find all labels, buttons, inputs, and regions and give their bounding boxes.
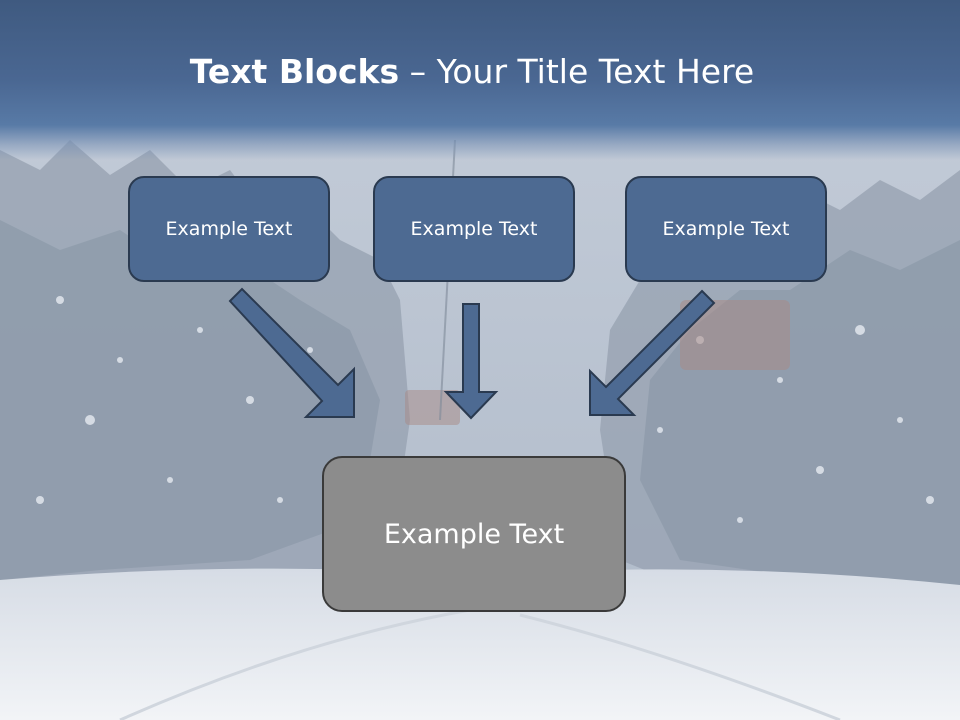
text-block-left: Example Text	[128, 176, 330, 282]
text-block-left-label: Example Text	[165, 218, 293, 240]
text-block-center: Example Text	[322, 456, 626, 612]
arrow-down-left-icon	[589, 289, 716, 416]
title-band	[0, 0, 960, 160]
arrow-down-icon	[443, 303, 499, 420]
text-block-right-label: Example Text	[662, 218, 790, 240]
text-block-right: Example Text	[625, 176, 827, 282]
arrow-down-right-icon	[228, 287, 355, 418]
slide-title: Text Blocks – Your Title Text Here	[0, 52, 944, 91]
title-bold-text: Text Blocks	[189, 52, 400, 91]
text-block-middle-label: Example Text	[410, 218, 538, 240]
title-rest-text: – Your Title Text Here	[399, 52, 755, 91]
text-block-middle: Example Text	[373, 176, 575, 282]
text-block-center-label: Example Text	[383, 518, 565, 550]
